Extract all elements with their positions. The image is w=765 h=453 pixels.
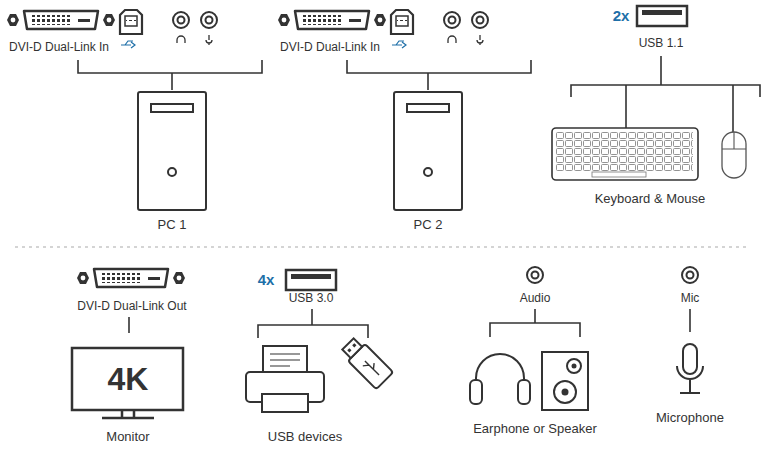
port-label: Mic [681, 291, 700, 305]
monitor: 4K Monitor [62, 340, 196, 448]
pc-tower: PC 1 [128, 85, 218, 237]
device-label: Earphone or Speaker [473, 421, 597, 437]
device-label: Microphone [656, 410, 724, 426]
count-label: 2x [613, 7, 630, 25]
port-label: USB 1.1 [639, 36, 684, 50]
microphone: Microphone [640, 338, 745, 430]
pc-tower: PC 2 [383, 85, 473, 237]
port-label: Audio [520, 291, 551, 305]
port-label: USB 3.0 [289, 291, 334, 305]
port-label: DVI-D Dual-Link In [280, 40, 380, 54]
device-label: PC 1 [158, 217, 187, 233]
port-label: DVI-D Dual-Link In [9, 40, 109, 54]
count-label: 4x [258, 271, 275, 289]
device-label: USB devices [268, 429, 342, 445]
audio-output: Earphone or Speaker [455, 340, 615, 440]
screen-text: 4K [108, 360, 149, 398]
device-label: PC 2 [414, 217, 443, 233]
keyboard-mouse: Keyboard & Mouse [545, 118, 755, 210]
device-label: Monitor [106, 429, 149, 445]
usb-devices: USB devices [238, 328, 410, 448]
device-label: Keyboard & Mouse [595, 191, 706, 207]
port-label: DVI-D Dual-Link Out [77, 299, 186, 313]
